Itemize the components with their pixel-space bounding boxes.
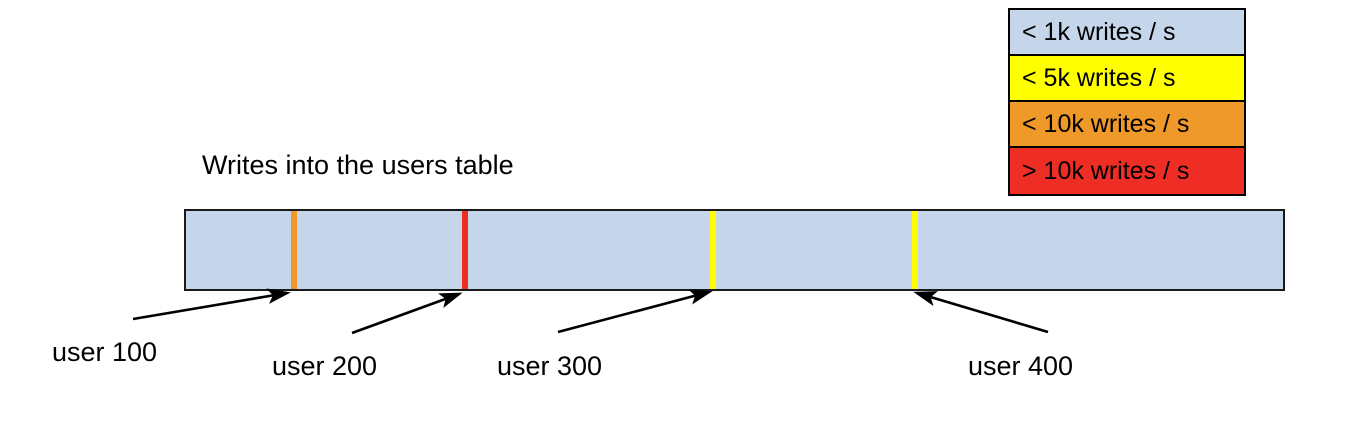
label-user-200: user 200 <box>272 351 378 381</box>
legend-item-label: < 5k writes / s <box>1022 63 1176 92</box>
legend-item-lt-1k: < 1k writes / s <box>1010 10 1244 56</box>
arrow-user-100 <box>132 288 291 321</box>
arrow-user-200 <box>351 292 463 335</box>
legend-item-gt-10k: > 10k writes / s <box>1010 148 1244 194</box>
arrow-user-400 <box>913 291 1049 334</box>
legend-item-label: < 1k writes / s <box>1022 17 1176 46</box>
chart-title: Writes into the users table <box>202 150 514 180</box>
label-user-100: user 100 <box>52 337 158 367</box>
legend: < 1k writes / s < 5k writes / s < 10k wr… <box>1008 8 1246 196</box>
marker-user-100 <box>291 211 297 289</box>
label-user-400: user 400 <box>968 351 1074 381</box>
legend-item-lt-10k: < 10k writes / s <box>1010 102 1244 148</box>
users-table-keyspace-bar <box>184 209 1285 291</box>
marker-user-200 <box>462 211 468 289</box>
arrow-user-300 <box>557 289 713 334</box>
legend-item-lt-5k: < 5k writes / s <box>1010 56 1244 102</box>
legend-item-label: < 10k writes / s <box>1022 109 1190 138</box>
legend-item-label: > 10k writes / s <box>1022 156 1190 185</box>
label-user-300: user 300 <box>497 351 603 381</box>
marker-user-400 <box>912 211 918 289</box>
marker-user-300 <box>710 211 716 289</box>
